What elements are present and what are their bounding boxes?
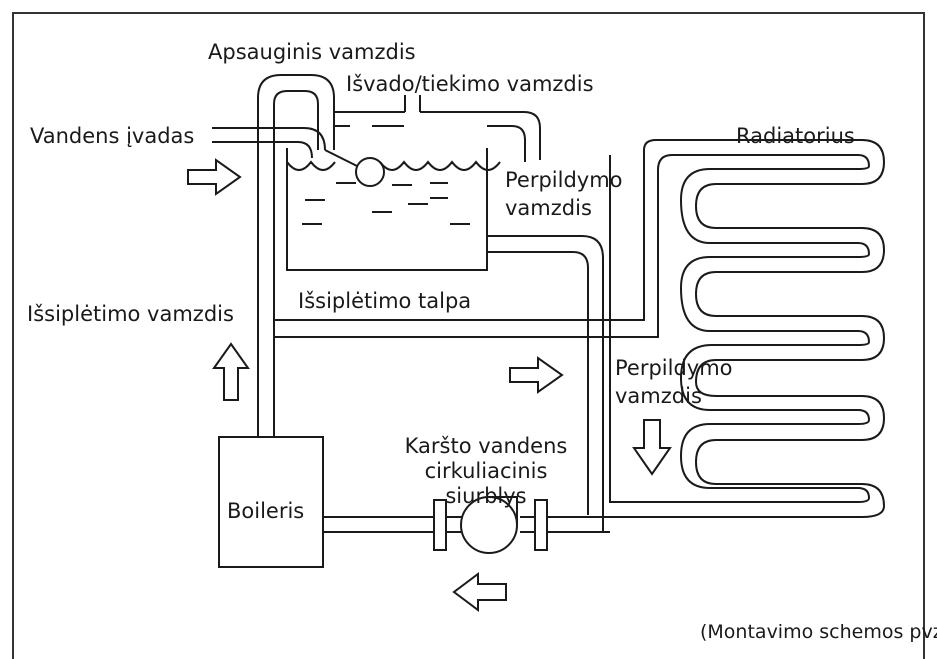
label-overflow-pipe-top-1: Perpildymo bbox=[505, 168, 623, 192]
boiler bbox=[219, 437, 323, 567]
label-protective-pipe: Apsauginis vamzdis bbox=[208, 40, 416, 64]
pump-flange-right bbox=[535, 500, 547, 550]
label-overflow-pipe-right-1: Perpildymo bbox=[615, 356, 733, 380]
label-expansion-tank: Išsiplėtimo talpa bbox=[298, 289, 472, 313]
pump-flange-left bbox=[434, 500, 446, 550]
label-water-inlet: Vandens įvadas bbox=[30, 124, 195, 148]
arrow-up-icon bbox=[214, 344, 248, 400]
label-expansion-pipe: Išsiplėtimo vamzdis bbox=[27, 302, 234, 326]
arrow-right-icon-2 bbox=[510, 358, 562, 392]
label-boiler: Boileris bbox=[227, 499, 305, 523]
float-valve-icon bbox=[356, 158, 384, 186]
overflow-pipe-top bbox=[487, 126, 525, 162]
label-overflow-pipe-right-2: vamzdis bbox=[615, 384, 702, 408]
expansion-pipe-inner bbox=[274, 155, 869, 345]
expansion-tank bbox=[287, 148, 487, 270]
pump-impeller bbox=[489, 497, 517, 525]
label-note: (Montavimo schemos pvz.) bbox=[700, 621, 937, 643]
water-dashes bbox=[302, 183, 470, 224]
tank-outlet-pipe bbox=[487, 236, 603, 532]
label-pump-1: Karšto vandens bbox=[404, 434, 568, 458]
float-valve-arm bbox=[325, 150, 357, 166]
label-pump-3: siurblys bbox=[445, 484, 527, 508]
label-outlet-supply-pipe: Išvado/tiekimo vamzdis bbox=[346, 72, 594, 96]
label-overflow-pipe-top-2: vamzdis bbox=[505, 196, 592, 220]
arrow-down-icon bbox=[634, 420, 670, 474]
arrow-left-icon bbox=[454, 574, 506, 610]
label-radiator: Radiatorius bbox=[736, 124, 855, 148]
pump-connector bbox=[446, 517, 535, 532]
label-pump-2: cirkuliacinis bbox=[424, 459, 548, 483]
expansion-pipe bbox=[274, 140, 884, 382]
arrow-right-icon bbox=[188, 160, 240, 194]
protective-pipe-inner-tank bbox=[318, 110, 334, 150]
radiator bbox=[596, 155, 884, 517]
protective-pipe bbox=[258, 75, 334, 437]
water-surface bbox=[287, 162, 500, 170]
outlet-supply-pipe bbox=[334, 95, 540, 160]
pump-pipe bbox=[323, 517, 610, 532]
diagram-frame bbox=[13, 13, 924, 659]
water-inlet-pipe bbox=[212, 128, 325, 158]
